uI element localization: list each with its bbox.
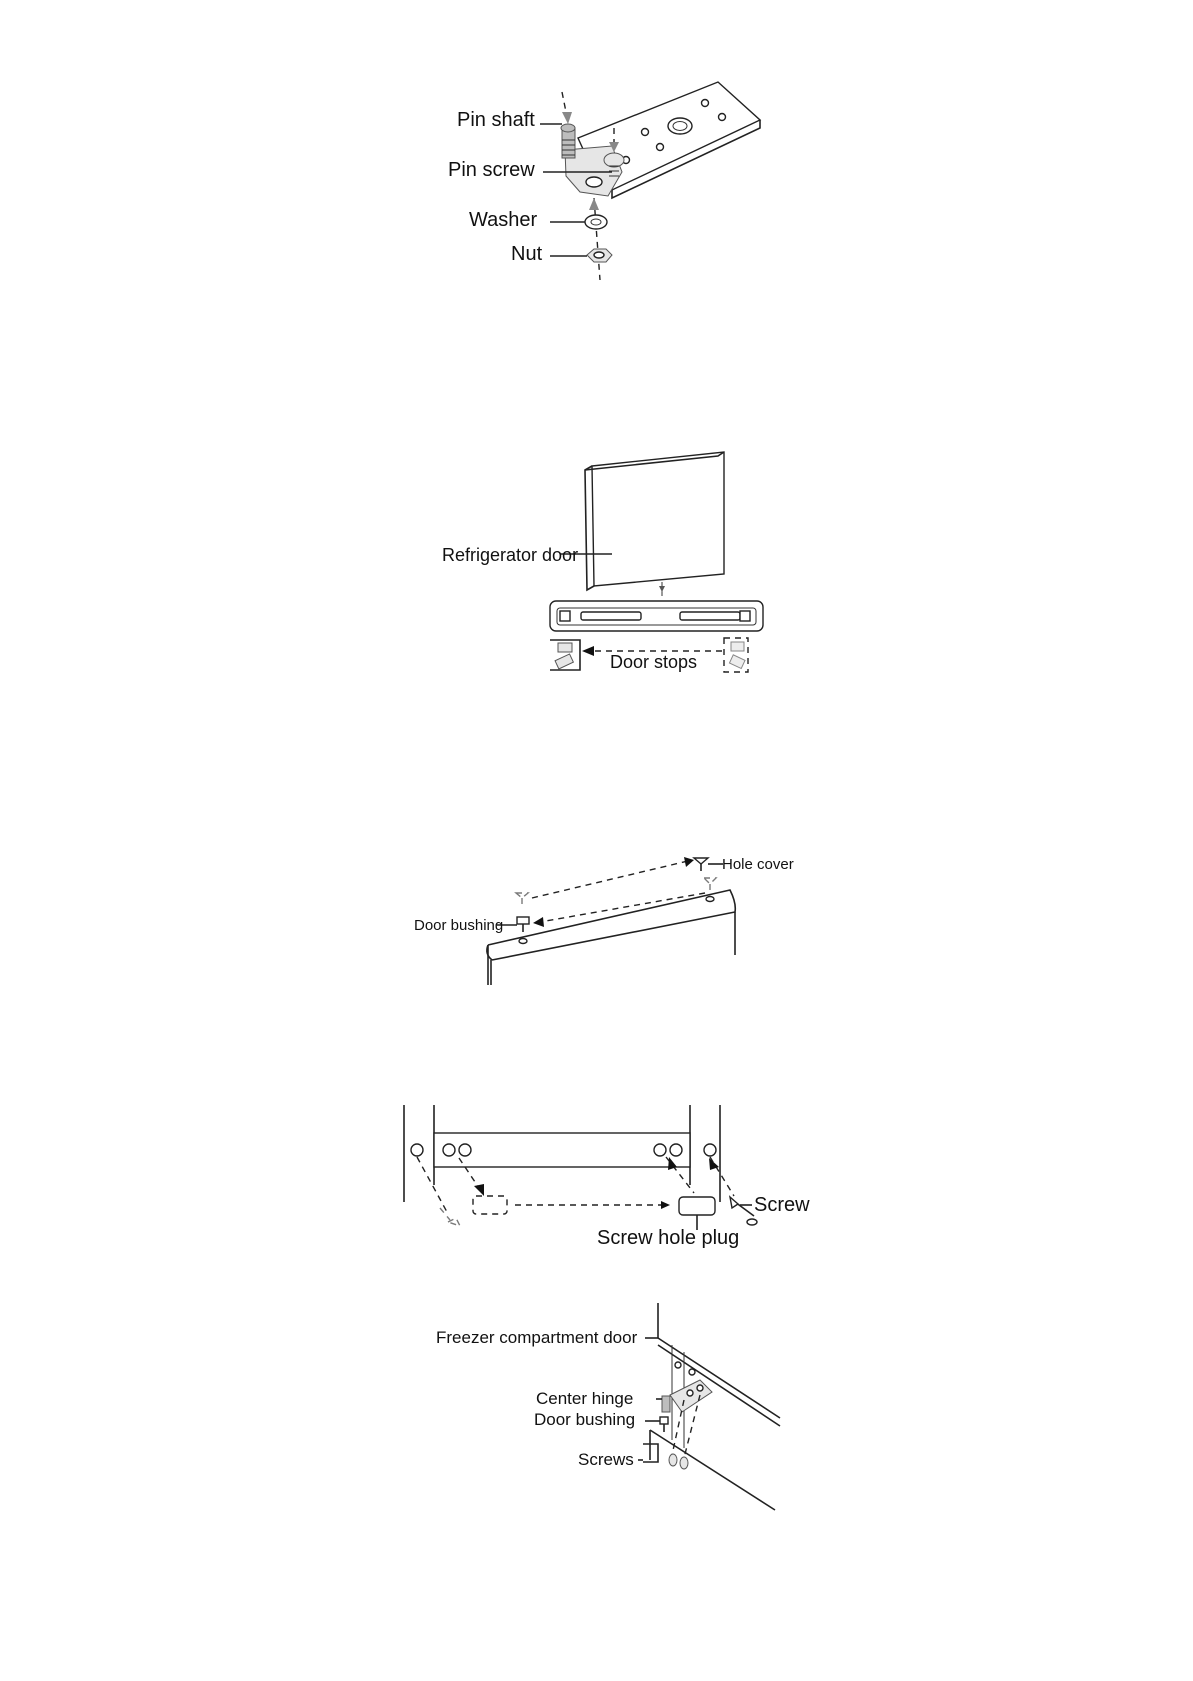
pin-screw	[604, 153, 624, 167]
label-nut: Nut	[511, 243, 543, 265]
label-refrigerator-door: Refrigerator door	[442, 545, 578, 565]
label-washer: Washer	[469, 209, 538, 231]
center-hinge	[662, 1380, 712, 1412]
washer	[585, 215, 607, 229]
door-bushing-center	[660, 1417, 668, 1432]
label-door-bushing-center: Door bushing	[534, 1410, 635, 1429]
door-stop-right	[724, 638, 748, 672]
door-stop-left	[550, 640, 580, 670]
label-freezer-compartment-door: Freezer compartment door	[436, 1328, 638, 1347]
figure-door-stops: Refrigerator door Door stops	[442, 452, 763, 672]
figure-hole-cover-door-bushing: Hole cover Door bushing	[414, 856, 794, 985]
pin-shaft	[562, 128, 575, 158]
label-hole-cover: Hole cover	[722, 856, 794, 873]
cross-rail	[434, 1133, 690, 1167]
label-screw: Screw	[754, 1194, 810, 1216]
figure-center-hinge: Freezer compartment door Center hinge Do…	[436, 1303, 780, 1510]
label-door-bushing-top: Door bushing	[414, 917, 503, 934]
refrigerator-door-panel	[592, 452, 724, 586]
label-pin-screw: Pin screw	[448, 159, 535, 181]
hinge-center-hole	[668, 118, 692, 134]
figure-hinge-pin-assembly: Pin shaft Pin screw Washer Nut	[448, 82, 760, 280]
screw-hole-plug	[679, 1197, 715, 1215]
label-pin-shaft: Pin shaft	[457, 109, 535, 131]
hole-cover	[694, 858, 708, 871]
label-screw-hole-plug: Screw hole plug	[597, 1227, 739, 1249]
door-bushing-top	[517, 917, 529, 932]
label-screws: Screws	[578, 1450, 634, 1469]
cabinet-top	[488, 890, 735, 960]
figure-screw-hole-plug: Screw Screw hole plug	[404, 1105, 810, 1249]
label-center-hinge: Center hinge	[536, 1389, 633, 1408]
freezer-compartment-door	[658, 1338, 780, 1426]
label-door-stops: Door stops	[610, 652, 697, 672]
screw	[730, 1197, 757, 1225]
